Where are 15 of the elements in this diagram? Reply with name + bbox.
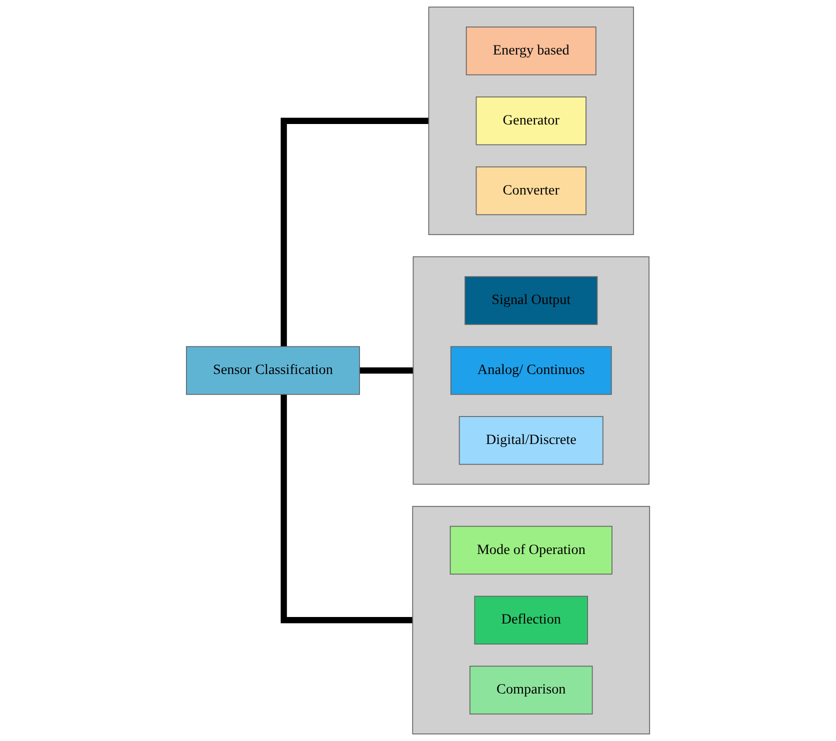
node-box: Signal Output: [464, 276, 598, 325]
node-box: Deflection: [474, 596, 588, 644]
node-box: Sensor Classification: [186, 346, 360, 395]
node-box: Digital/Discrete: [458, 416, 604, 465]
connector: [280, 394, 413, 624]
cluster: [412, 256, 650, 485]
node-box: Converter: [476, 166, 586, 216]
connector: [280, 118, 429, 347]
node-box: Analog/ Continuos: [450, 346, 612, 395]
node-box: Mode of Operation: [450, 526, 612, 575]
node-box: Comparison: [470, 666, 593, 714]
node-box: Energy based: [466, 26, 596, 76]
cluster: [412, 506, 650, 734]
node-box: Generator: [476, 96, 586, 146]
cluster: [428, 6, 634, 236]
